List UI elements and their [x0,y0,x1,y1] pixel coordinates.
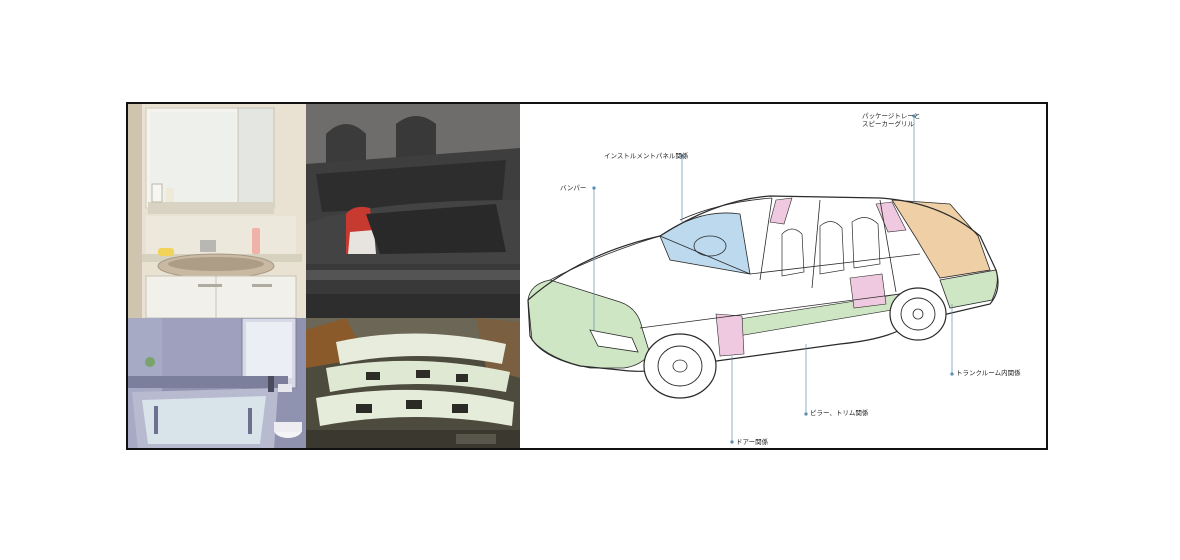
bumper-parts-photo [306,318,520,448]
bathroom-vanity-photo [128,104,306,318]
package-tray-label-line1: パッケージトレーと [862,112,921,120]
trunk-room-region [891,199,991,279]
instrument-panel-label: インストルメントパネル関係 [604,152,689,160]
door-label: ドアー関係 [736,438,769,446]
door-region [715,313,745,357]
figure-frame: パッケージトレーと スピーカーグリル インストルメントパネル関係 バンパー トラ… [126,102,1048,450]
car-cutaway-diagram: パッケージトレーと スピーカーグリル インストルメントパネル関係 バンパー トラ… [520,104,1046,448]
car-trunk-photo [306,104,520,318]
trunk-room-label: トランクルーム内関係 [956,369,1021,377]
bathtub-photo [128,318,306,448]
instrument-panel-region [659,212,751,275]
package-tray-label: パッケージトレーと スピーカーグリル [862,112,920,128]
bumper-label: バンパー [560,184,587,192]
pillar-trim-label: ピラー、トリム関係 [810,409,869,417]
bumper-region [527,279,651,369]
package-tray-label-line2: スピーカーグリル [862,120,914,128]
